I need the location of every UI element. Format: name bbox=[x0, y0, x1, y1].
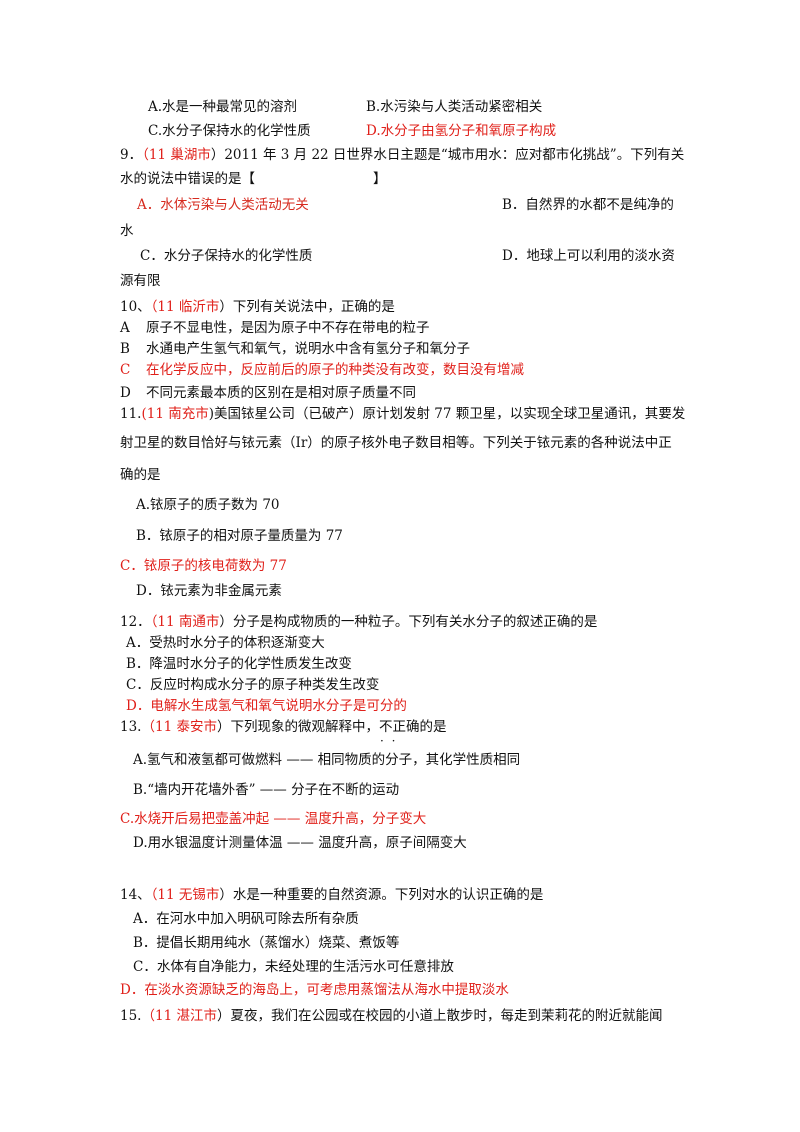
q9-stem-line1: 9．（11 巢湖市）2011 年 3 月 22 日世界水日主题是“城市用水：应对… bbox=[120, 146, 684, 164]
q11-stem-line3: 确的是 bbox=[120, 467, 161, 483]
q11-option-d: D．铱元素为非金属元素 bbox=[136, 583, 282, 599]
q14-option-a: A．在河水中加入明矾可除去所有杂质 bbox=[133, 911, 359, 927]
q9-stem-text2: 水的说法中错误的是【 bbox=[120, 171, 255, 187]
q13-option-d: D.用水银温度计测量体温 —— 温度升高，原子间隔变大 bbox=[133, 835, 467, 851]
q12-option-d: D．电解水生成氢气和氧气说明水分子是可分的 bbox=[126, 698, 407, 714]
q14-number: 14、 bbox=[120, 887, 151, 903]
q13-option-b: B.“墙内开花墙外香” —— 分子在不断的运动 bbox=[133, 782, 400, 798]
q10-option-a: A 原子不显电性，是因为原子中不存在带电的粒子 bbox=[120, 319, 430, 337]
q8-option-b: B.水污染与人类活动紧密相关 bbox=[366, 99, 543, 115]
q13-source-tag: （11 泰安市 bbox=[141, 719, 217, 735]
q13-stem-text: ）下列现象的微观解释中， bbox=[216, 719, 379, 735]
q12-stem: 12．（11 南通市）分子是构成物质的一种粒子。下列有关水分子的叙述正确的是 bbox=[120, 613, 597, 631]
q9-stem-line2: 水的说法中错误的是【 】 bbox=[120, 170, 387, 188]
q12-number: 12． bbox=[120, 614, 151, 630]
q9-option-b: B．自然界的水都不是纯净的 bbox=[502, 197, 674, 213]
q9-option-a: A．水体污染与人类活动无关 bbox=[137, 197, 309, 213]
q12-option-a: A．受热时水分子的体积逐渐变大 bbox=[126, 635, 325, 651]
q15-number: 15. bbox=[120, 1008, 142, 1024]
q10-stem-text: ）下列有关说法中，正确的是 bbox=[219, 299, 395, 315]
q11-stem-text1: )美国铱星公司（已破产）原计划发射 77 颗卫星，以实现全球卫星通讯，其要发 bbox=[208, 406, 686, 422]
q11-option-b: B．铱原子的相对原子量质量为 77 bbox=[136, 528, 343, 544]
q9-option-d-cont: 源有限 bbox=[120, 273, 161, 289]
q10-option-b: B 水通电产生氢气和氧气，说明水中含有氢分子和氧分子 bbox=[120, 340, 470, 358]
q14-stem: 14、（11 无锡市）水是一种重要的自然资源。下列对水的认识正确的是 bbox=[120, 886, 543, 904]
q10-a-letter: A bbox=[120, 320, 130, 336]
q9-option-b-cont: 水 bbox=[120, 223, 134, 239]
q14-option-c: C．水体有自净能力，未经处理的生活污水可任意排放 bbox=[133, 959, 454, 975]
q10-c-text: 在化学反应中，反应前后的原子的种类没有改变，数目没有增减 bbox=[146, 362, 524, 378]
q12-stem-text: ）分子是构成物质的一种粒子。下列有关水分子的叙述正确的是 bbox=[219, 614, 598, 630]
q14-option-d: D．在淡水资源缺乏的海岛上，可考虑用蒸馏法从海水中提取淡水 bbox=[120, 982, 509, 998]
q15-stem-text: ）夏夜，我们在公园或在校园的小道上散步时，每走到茉莉花的附近就能闻 bbox=[216, 1008, 663, 1024]
q11-option-c: C．铱原子的核电荷数为 77 bbox=[120, 558, 287, 574]
q10-option-d: D 不同元素最本质的区别在是相对原子质量不同 bbox=[120, 384, 416, 402]
q10-number: 10、 bbox=[120, 299, 151, 315]
q13-option-c: C.水烧开后易把壶盖冲起 —— 温度升高，分子变大 bbox=[120, 811, 427, 827]
q15-stem: 15.（11 湛江市）夏夜，我们在公园或在校园的小道上散步时，每走到茉莉花的附近… bbox=[120, 1007, 662, 1025]
q10-stem: 10、（11 临沂市）下列有关说法中，正确的是 bbox=[120, 298, 395, 316]
q11-number: 11. bbox=[120, 406, 142, 422]
q13-emphasis-dotted: 不正 bbox=[379, 719, 406, 735]
q11-option-a: A.铱原子的质子数为 70 bbox=[136, 497, 280, 513]
q12-option-c: C．反应时构成水分子的原子种类发生改变 bbox=[126, 677, 380, 693]
q13-stem: 13.（11 泰安市）下列现象的微观解释中，不正确的是 bbox=[120, 718, 446, 736]
q8-option-c: C.水分子保持水的化学性质 bbox=[148, 123, 311, 139]
q10-option-c: C 在化学反应中，反应前后的原子的种类没有改变，数目没有增减 bbox=[120, 361, 524, 379]
q8-option-a: A.水是一种最常见的溶剂 bbox=[148, 99, 298, 115]
q14-source-tag: （11 无锡市 bbox=[150, 887, 220, 903]
q11-stem-line1: 11.(11 南充市)美国铱星公司（已破产）原计划发射 77 颗卫星，以实现全球… bbox=[120, 405, 685, 423]
q8-option-d: D.水分子由氢分子和氧原子构成 bbox=[366, 123, 557, 139]
q10-a-text: 原子不显电性，是因为原子中不存在带电的粒子 bbox=[146, 320, 430, 336]
q10-b-letter: B bbox=[120, 341, 130, 357]
q13-stem-text-end: 确的是 bbox=[405, 719, 447, 735]
q9-stem-text: ）2011 年 3 月 22 日世界水日主题是“城市用水：应对都市化挑战”。下列… bbox=[210, 147, 685, 163]
q9-option-d: D．地球上可以利用的淡水资 bbox=[502, 248, 675, 264]
q10-b-text: 水通电产生氢气和氧气，说明水中含有氢分子和氧分子 bbox=[146, 341, 470, 357]
q9-number: 9． bbox=[120, 147, 143, 163]
q9-bracket-close: 】 bbox=[373, 171, 387, 187]
q11-stem-line2: 射卫星的数目恰好与铱元素（Ir）的原子核外电子数目相等。下列关于铱元素的各种说法… bbox=[120, 435, 672, 451]
q12-source-tag: （11 南通市 bbox=[150, 614, 220, 630]
q11-source-tag: (11 南充市 bbox=[141, 406, 209, 422]
q9-source-tag: （11 巢湖市 bbox=[142, 147, 211, 163]
q15-source-tag: （11 湛江市 bbox=[141, 1008, 217, 1024]
q13-option-a: A.氢气和液氢都可做燃料 —— 相同物质的分子，其化学性质相同 bbox=[133, 752, 521, 768]
q14-stem-text: ）水是一种重要的自然资源。下列对水的认识正确的是 bbox=[219, 887, 544, 903]
q14-option-b: B．提倡长期用纯水（蒸馏水）烧菜、煮饭等 bbox=[133, 935, 400, 951]
q12-option-b: B．降温时水分子的化学性质发生改变 bbox=[126, 656, 352, 672]
q10-d-letter: D bbox=[120, 385, 131, 401]
q10-d-text: 不同元素最本质的区别在是相对原子质量不同 bbox=[146, 385, 416, 401]
q13-number: 13. bbox=[120, 719, 142, 735]
q9-option-c: C．水分子保持水的化学性质 bbox=[140, 248, 313, 264]
q10-c-letter: C bbox=[120, 362, 131, 378]
q10-source-tag: （11 临沂市 bbox=[150, 299, 220, 315]
